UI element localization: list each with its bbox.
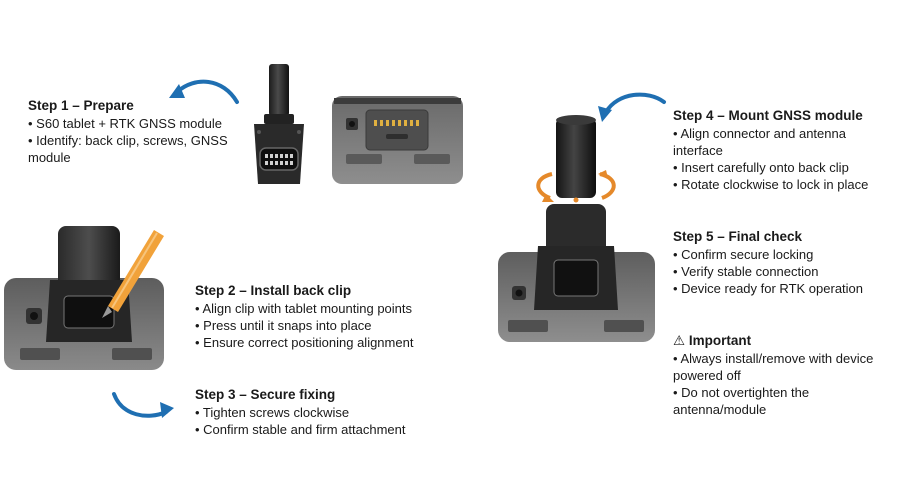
tablet-back-photo	[332, 96, 463, 184]
step4-line: • Align connector and antenna	[673, 126, 846, 141]
step1-line: • S60 tablet + RTK GNSS module	[28, 116, 222, 131]
step4-line: • Rotate clockwise to lock in place	[673, 177, 869, 192]
step3-title: Step 3 – Secure fixing	[195, 387, 336, 402]
step4-line: interface	[673, 143, 723, 158]
step2-title: Step 2 – Install back clip	[195, 283, 352, 298]
step3-line: • Confirm stable and firm attachment	[195, 422, 406, 437]
step5-title: Step 5 – Final check	[673, 229, 803, 244]
important-line: • Always install/remove with device	[673, 351, 874, 366]
install-clip-photo	[4, 226, 164, 370]
gnss-module-photo	[254, 64, 304, 184]
curved-arrow-step3-icon	[112, 392, 174, 418]
important-block: ⚠ Important • Always install/remove with…	[673, 332, 895, 418]
step3-block: Step 3 – Secure fixing • Tighten screws …	[195, 386, 465, 438]
step5-line: • Confirm secure locking	[673, 247, 814, 262]
step5-block: Step 5 – Final check • Confirm secure lo…	[673, 228, 895, 297]
important-line: • Do not overtighten the	[673, 385, 810, 400]
step2-block: Step 2 – Install back clip • Align clip …	[195, 282, 465, 351]
mount-gnss-photo	[498, 115, 655, 342]
important-line: powered off	[673, 368, 741, 383]
step2-line: • Ensure correct positioning alignment	[195, 335, 414, 350]
curved-arrow-step1-icon	[169, 79, 239, 104]
step1-block: Step 1 – Prepare • S60 tablet + RTK GNSS…	[28, 97, 248, 166]
important-title: ⚠ Important	[673, 333, 752, 348]
step1-line: • Identify: back clip, screws, GNSS	[28, 133, 228, 148]
step2-line: • Press until it snaps into place	[195, 318, 372, 333]
step2-line: • Align clip with tablet mounting points	[195, 301, 413, 316]
important-line: antenna/module	[673, 402, 767, 417]
step3-line: • Tighten screws clockwise	[195, 405, 350, 420]
step4-block: Step 4 – Mount GNSS module • Align conne…	[673, 107, 895, 193]
step4-title: Step 4 – Mount GNSS module	[673, 108, 863, 123]
step4-line: • Insert carefully onto back clip	[673, 160, 849, 175]
step5-line: • Device ready for RTK operation	[673, 281, 864, 296]
step1-line: module	[28, 150, 71, 165]
step5-line: • Verify stable connection	[673, 264, 819, 279]
step1-title: Step 1 – Prepare	[28, 98, 134, 113]
curved-arrow-step4-icon	[598, 92, 666, 122]
